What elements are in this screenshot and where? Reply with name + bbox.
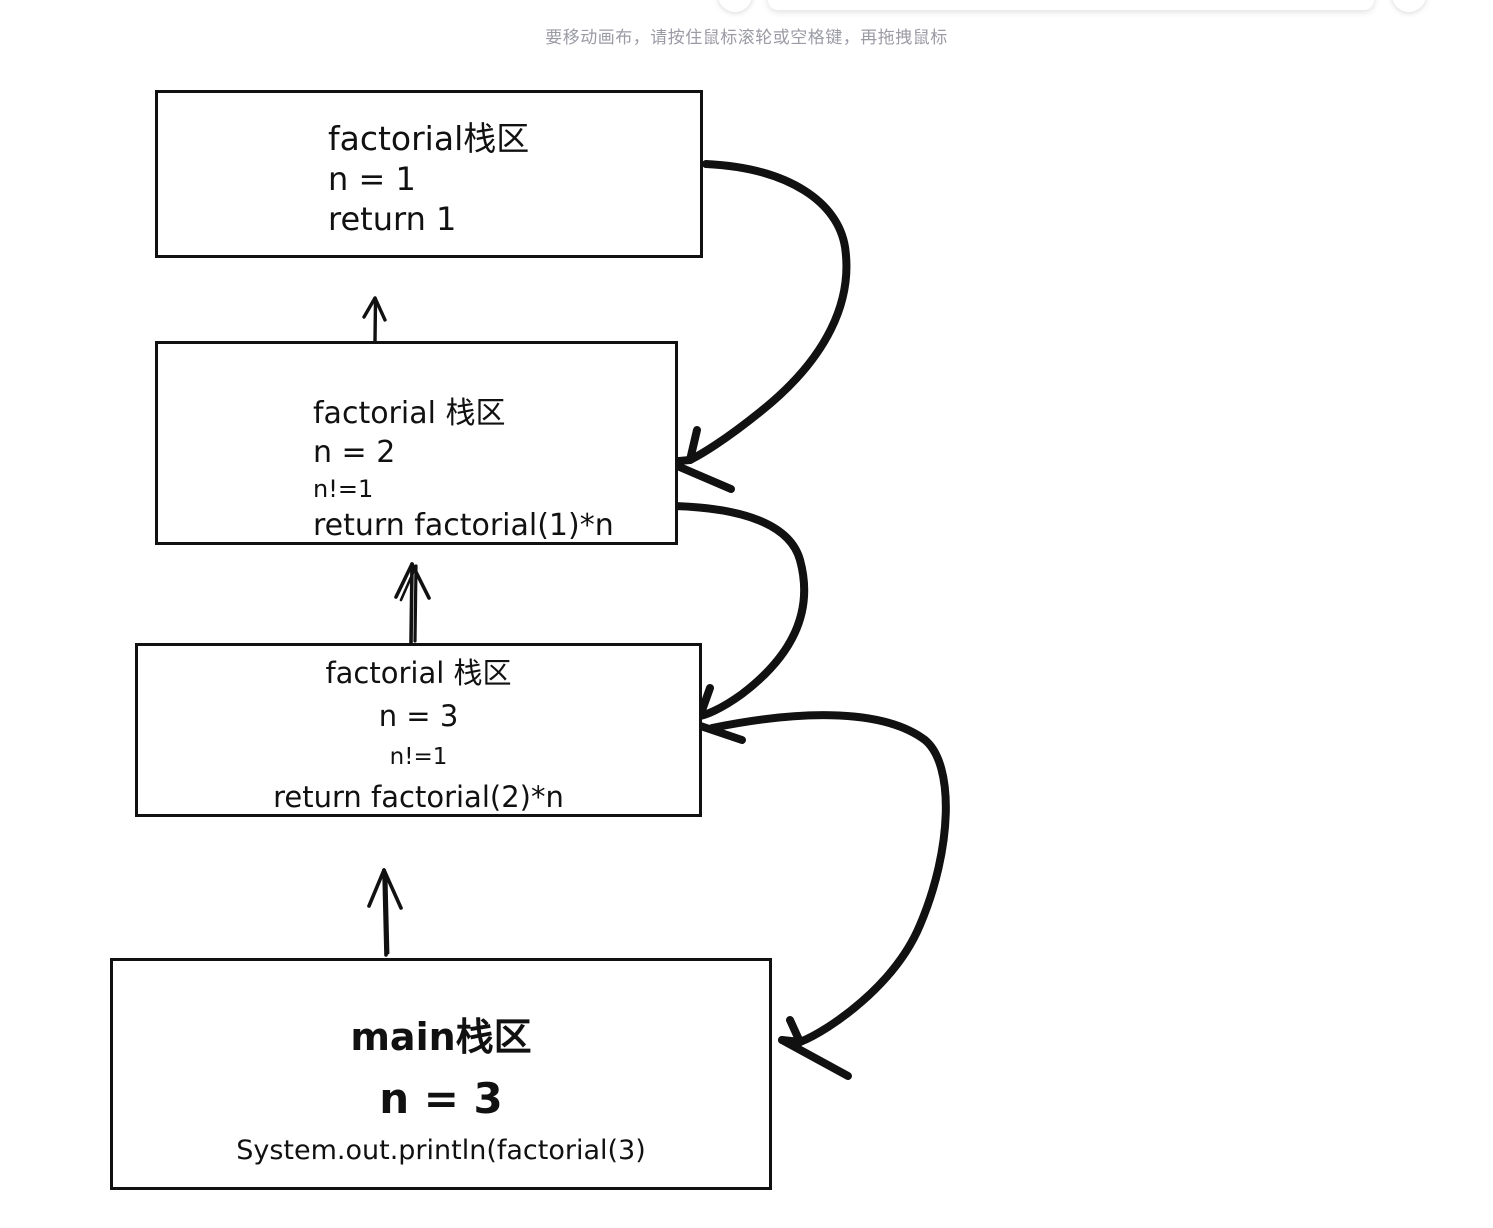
box-text-line: factorial栈区 [328, 119, 530, 158]
call-arrow-main-to-n3-shape [367, 868, 403, 957]
call-arrow-n2-to-n1-shape [362, 296, 387, 343]
box-text-line: n = 3 [379, 1074, 503, 1123]
factorial-stack-n3-box[interactable]: factorial 栈区 n = 3 n!=1 return factorial… [135, 643, 702, 817]
canvas-pan-hint: 要移动画布，请按住鼠标滚轮或空格键，再拖拽鼠标 [545, 28, 948, 47]
box-text-line: n = 1 [328, 160, 416, 198]
factorial-stack-n1-box[interactable]: factorial栈区 n = 1 return 1 [155, 90, 703, 258]
box-text-line: return 1 [328, 200, 457, 238]
box-text-line: return factorial(2)*n [273, 780, 564, 814]
box-text-line: System.out.println(factorial(3) [236, 1135, 646, 1166]
box-text-line: n!=1 [389, 744, 448, 770]
call-arrow-n3-to-n2-shape [394, 562, 431, 645]
box-text-line: n = 2 [313, 435, 396, 470]
box-text-line: main栈区 [350, 1015, 532, 1059]
box-text-line: return factorial(1)*n [313, 508, 614, 543]
main-stack-box[interactable]: main栈区 n = 3 System.out.println(factoria… [110, 958, 772, 1190]
factorial-stack-n2-box[interactable]: factorial 栈区 n = 2 n!=1 return factorial… [155, 341, 678, 545]
box-text-line: factorial 栈区 [325, 656, 512, 690]
box-text-line: n = 3 [378, 699, 459, 733]
box-text-line: n!=1 [313, 475, 374, 503]
box-text-line: factorial 栈区 [313, 396, 506, 431]
return-arrow-n3-to-main-shape [708, 711, 950, 1080]
